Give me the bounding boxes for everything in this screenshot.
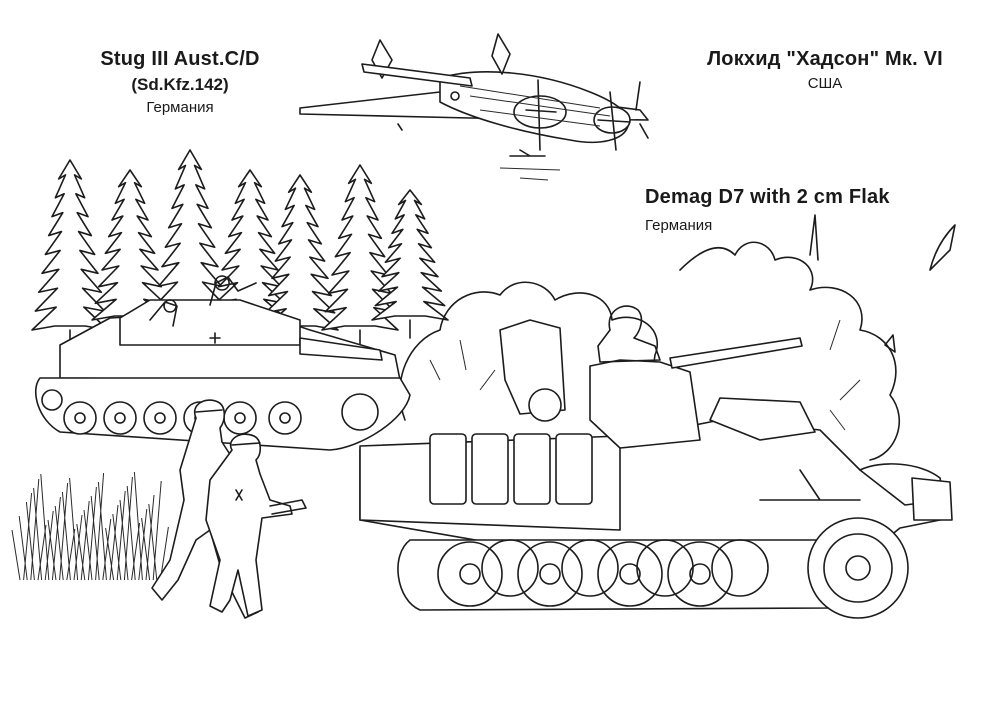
stug-designation: (Sd.Kfz.142)	[131, 75, 229, 94]
demag-halftrack	[359, 305, 953, 619]
stug-country: Германия	[146, 99, 214, 116]
fir-tree	[371, 189, 449, 321]
stug-name: Stug III Aust.C/D	[100, 48, 260, 70]
demag-name: Demag D7 with 2 cm Flak	[645, 186, 890, 208]
fir-tree	[151, 149, 229, 326]
forest	[31, 149, 449, 349]
fir-tree	[321, 164, 399, 331]
hudson-name: Локхид "Хадсон" Мк. VI	[707, 48, 943, 70]
hudson-caption: Локхид "Хадсон" Мк. VI США	[660, 48, 990, 92]
grass-bush	[11, 471, 169, 581]
stug-caption: Stug III Aust.C/D (Sd.Kfz.142) Германия	[60, 48, 300, 116]
demag-country: Германия	[645, 217, 713, 234]
smoke-cloud	[399, 214, 956, 461]
soldiers	[151, 399, 307, 619]
demag-caption: Demag D7 with 2 cm Flak Германия	[645, 186, 890, 234]
hudson-airplane	[299, 33, 649, 181]
fir-tree	[91, 169, 169, 321]
fir-tree	[211, 169, 289, 321]
fir-tree	[31, 159, 109, 331]
hudson-country: США	[807, 75, 843, 92]
